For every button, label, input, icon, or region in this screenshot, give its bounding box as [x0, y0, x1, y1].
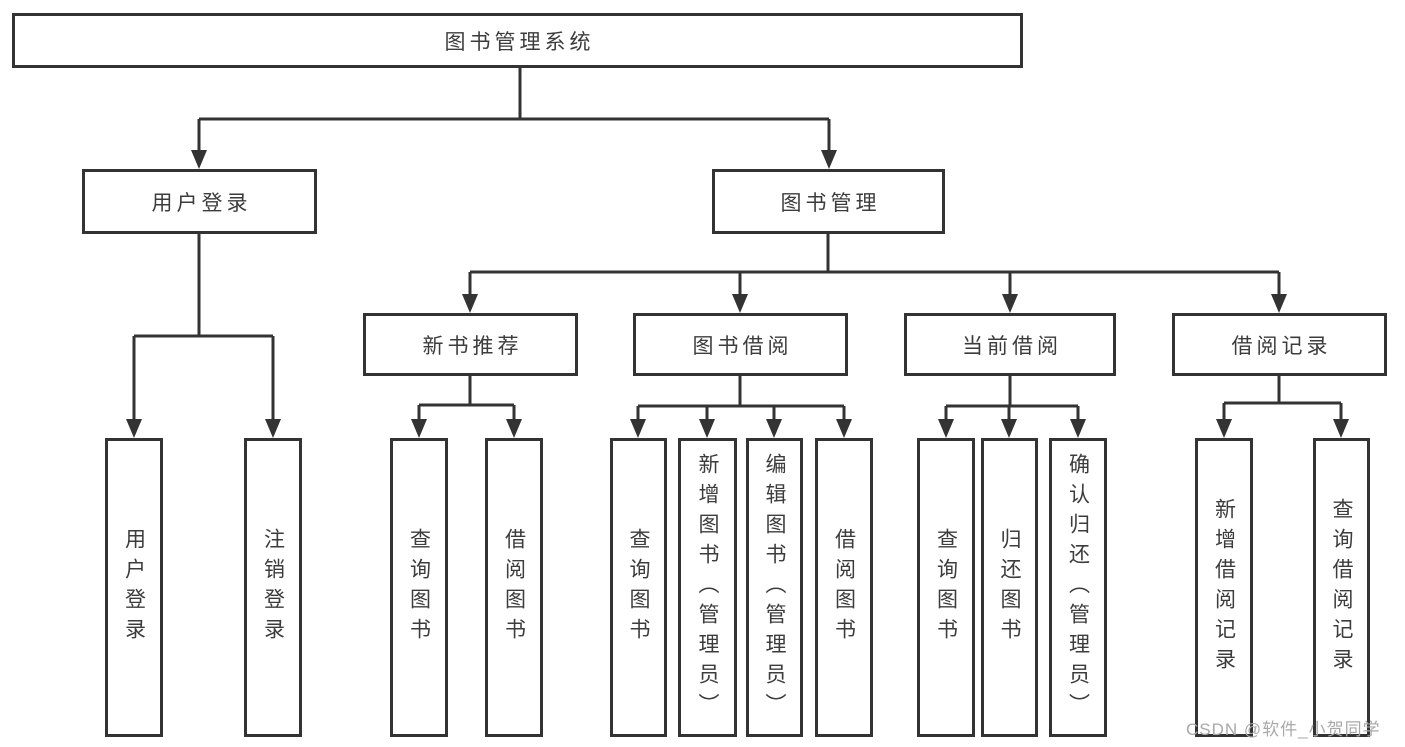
- arrowhead-icon: [1271, 294, 1287, 313]
- arrowhead-icon: [1002, 294, 1018, 313]
- arrowhead-icon: [766, 419, 782, 438]
- leaf-current-return: 归还图书: [981, 438, 1038, 737]
- connector-new-books-to-leaves: [417, 376, 516, 421]
- leaf-borrow-edit-label: 编辑图书（管理员）: [763, 452, 786, 723]
- node-user-login-label: 用户登录: [151, 191, 252, 215]
- leaf-newbooks-query-label: 查询图书: [407, 527, 431, 648]
- leaf-borrow-add-label: 新增图书（管理员）: [696, 452, 719, 723]
- arrowhead-icon: [411, 419, 427, 438]
- node-book-mgmt: 图书管理: [712, 169, 945, 234]
- leaf-newbooks-borrow: 借阅图书: [485, 438, 543, 737]
- leaf-newbooks-query: 查询图书: [390, 438, 448, 737]
- connector-user-login-to-leaves: [132, 234, 275, 421]
- arrowhead-icon: [732, 294, 748, 313]
- arrowhead-icon: [836, 419, 852, 438]
- node-root-label: 图书管理系统: [444, 30, 595, 54]
- connector-book-mgmt-to-level3: [468, 234, 1281, 296]
- connector-borrow-records-to-leaves: [1222, 376, 1343, 421]
- arrowheads: [126, 150, 1349, 438]
- node-new-books: 新书推荐: [363, 313, 578, 376]
- leaf-borrow-borrow: 借阅图书: [815, 438, 873, 737]
- leaf-records-add: 新增借阅记录: [1195, 438, 1253, 737]
- leaf-user-login-label: 用户登录: [122, 527, 146, 648]
- node-current-borrow: 当前借阅: [904, 313, 1116, 376]
- node-current-borrow-label: 当前借阅: [962, 334, 1062, 358]
- watermark: CSDN @软件_小贺同学: [1186, 720, 1381, 739]
- leaf-borrow-borrow-label: 借阅图书: [832, 527, 856, 648]
- arrowhead-icon: [462, 294, 478, 313]
- arrowhead-icon: [1216, 419, 1232, 438]
- arrowhead-icon: [1070, 419, 1086, 438]
- leaf-current-query: 查询图书: [917, 438, 975, 737]
- arrowhead-icon: [506, 419, 522, 438]
- node-new-books-label: 新书推荐: [422, 334, 523, 358]
- leaf-borrow-add: 新增图书（管理员）: [678, 438, 737, 737]
- node-borrow-records-label: 借阅记录: [1231, 334, 1332, 358]
- leaf-current-confirm: 确认归还（管理员）: [1049, 438, 1107, 737]
- leaf-records-query: 查询借阅记录: [1313, 438, 1370, 737]
- connector-current-borrow-to-leaves: [944, 376, 1080, 421]
- node-book-borrow: 图书借阅: [633, 313, 848, 376]
- leaf-logout: 注销登录: [244, 438, 302, 737]
- arrowhead-icon: [1001, 419, 1017, 438]
- arrowhead-icon: [938, 419, 954, 438]
- node-user-login: 用户登录: [82, 169, 317, 234]
- leaf-records-add-label: 新增借阅记录: [1212, 497, 1236, 678]
- arrowhead-icon: [699, 419, 715, 438]
- arrowhead-icon: [821, 150, 837, 169]
- leaf-records-query-label: 查询借阅记录: [1330, 497, 1353, 678]
- node-book-mgmt-label: 图书管理: [780, 191, 881, 215]
- arrowhead-icon: [265, 419, 281, 438]
- node-book-borrow-label: 图书借阅: [692, 334, 793, 358]
- connector-book-borrow-to-leaves: [636, 376, 846, 421]
- connector-root-to-level2: [197, 68, 831, 152]
- leaf-user-login: 用户登录: [105, 438, 163, 737]
- leaf-current-confirm-label: 确认归还（管理员）: [1066, 452, 1090, 723]
- leaf-current-query-label: 查询图书: [934, 527, 958, 648]
- leaf-borrow-query: 查询图书: [610, 438, 667, 737]
- leaf-current-return-label: 归还图书: [998, 527, 1021, 648]
- leaf-logout-label: 注销登录: [261, 527, 285, 648]
- arrowhead-icon: [1333, 419, 1349, 438]
- node-root: 图书管理系统: [12, 13, 1023, 68]
- leaf-borrow-edit: 编辑图书（管理员）: [746, 438, 803, 737]
- arrowhead-icon: [191, 150, 207, 169]
- node-borrow-records: 借阅记录: [1172, 313, 1387, 376]
- arrowhead-icon: [630, 419, 646, 438]
- leaf-newbooks-borrow-label: 借阅图书: [502, 527, 526, 648]
- leaf-borrow-query-label: 查询图书: [627, 527, 650, 648]
- arrowhead-icon: [126, 419, 142, 438]
